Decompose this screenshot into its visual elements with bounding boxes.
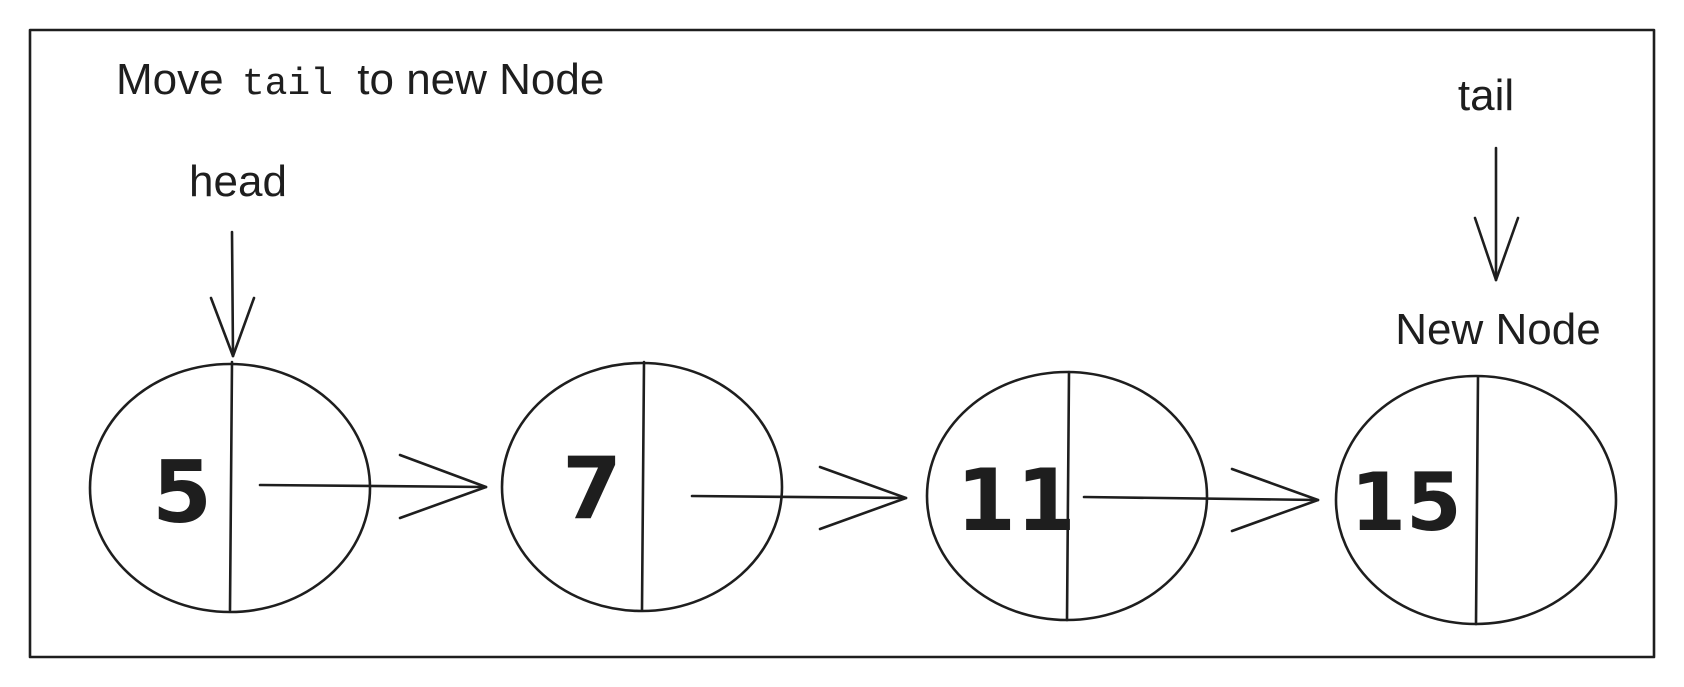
head-pointer-arrow bbox=[209, 230, 256, 358]
new-node-label: New Node bbox=[1395, 305, 1600, 354]
list-node: 5 bbox=[88, 360, 372, 614]
node-value: 7 bbox=[562, 439, 622, 539]
node-value: 5 bbox=[152, 443, 212, 543]
next-pointer-arrow bbox=[690, 465, 908, 531]
diagram-title: Move tail to new Node bbox=[116, 55, 604, 106]
next-pointer-arrow bbox=[258, 453, 488, 520]
title-code-tail: tail bbox=[242, 63, 333, 106]
list-node: 7 bbox=[500, 360, 784, 613]
tail-pointer-arrow bbox=[1473, 146, 1520, 282]
node-divider bbox=[1065, 370, 1071, 622]
title-prefix: Move bbox=[116, 55, 236, 104]
node-divider bbox=[640, 360, 646, 612]
head-pointer-label: head bbox=[189, 157, 287, 206]
list-node: 11 bbox=[925, 370, 1209, 622]
title-suffix: to new Node bbox=[345, 55, 604, 104]
node-value: 15 bbox=[1350, 456, 1461, 549]
node-ellipse bbox=[88, 362, 372, 614]
node-value: 11 bbox=[956, 451, 1076, 551]
node-divider bbox=[1474, 375, 1480, 626]
tail-pointer-label: tail bbox=[1458, 71, 1514, 120]
list-node-new: 15 bbox=[1334, 374, 1618, 626]
next-pointer-arrow bbox=[1082, 467, 1320, 533]
diagram-frame bbox=[28, 28, 1656, 659]
node-divider bbox=[228, 360, 234, 612]
